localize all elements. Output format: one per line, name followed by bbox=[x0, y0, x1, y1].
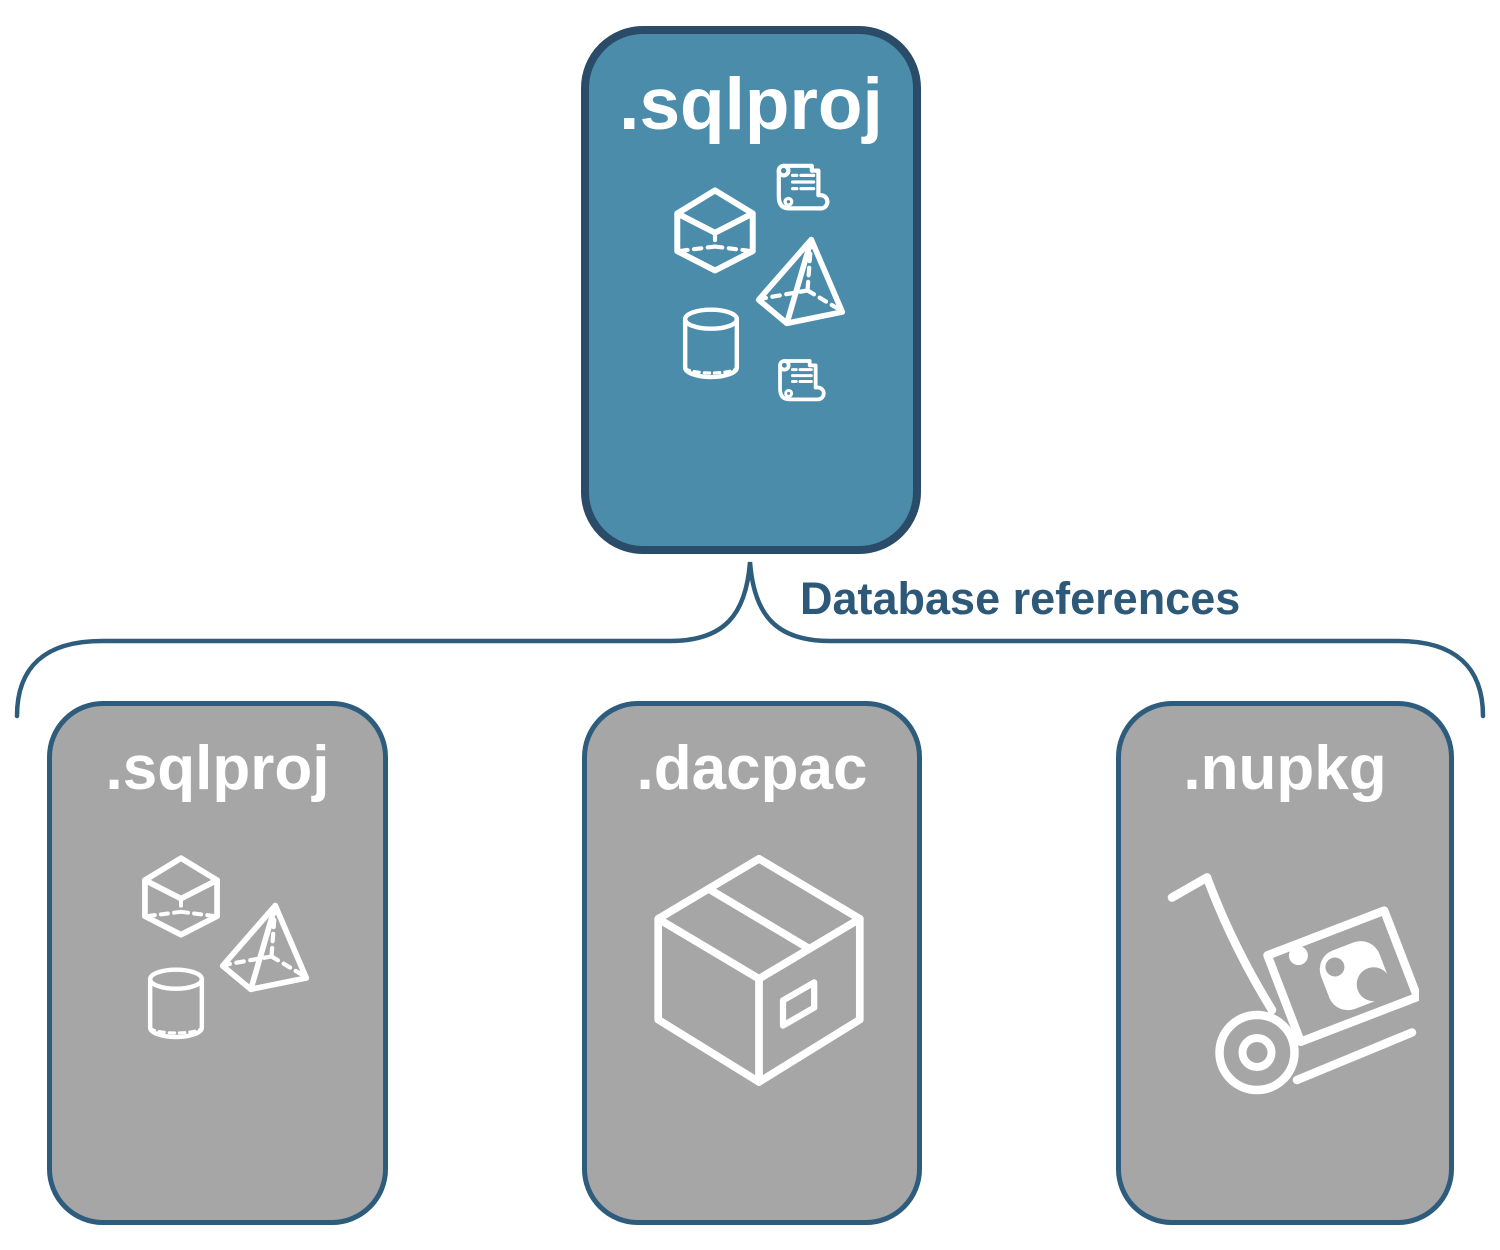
child-node-title: .sqlproj bbox=[105, 734, 330, 803]
pyramid-icon bbox=[212, 900, 316, 994]
cylinder-icon bbox=[142, 964, 210, 1042]
child-node-title: .dacpac bbox=[636, 734, 868, 803]
hand-truck-icon bbox=[1165, 850, 1419, 1100]
scroll-icon bbox=[769, 158, 833, 218]
pyramid-icon bbox=[749, 234, 851, 328]
root-node-sqlproj: .sqlproj bbox=[581, 26, 921, 554]
scroll-icon bbox=[771, 354, 829, 408]
cylinder-icon bbox=[677, 304, 745, 382]
child-node-nupkg: .nupkg bbox=[1116, 701, 1454, 1225]
child-node-sqlproj: .sqlproj bbox=[47, 701, 388, 1225]
child-node-title: .nupkg bbox=[1183, 734, 1387, 803]
package-box-icon bbox=[639, 828, 879, 1096]
child-node-dacpac: .dacpac bbox=[582, 701, 922, 1225]
database-references-label: Database references bbox=[800, 573, 1241, 624]
root-node-title: .sqlproj bbox=[619, 64, 883, 145]
